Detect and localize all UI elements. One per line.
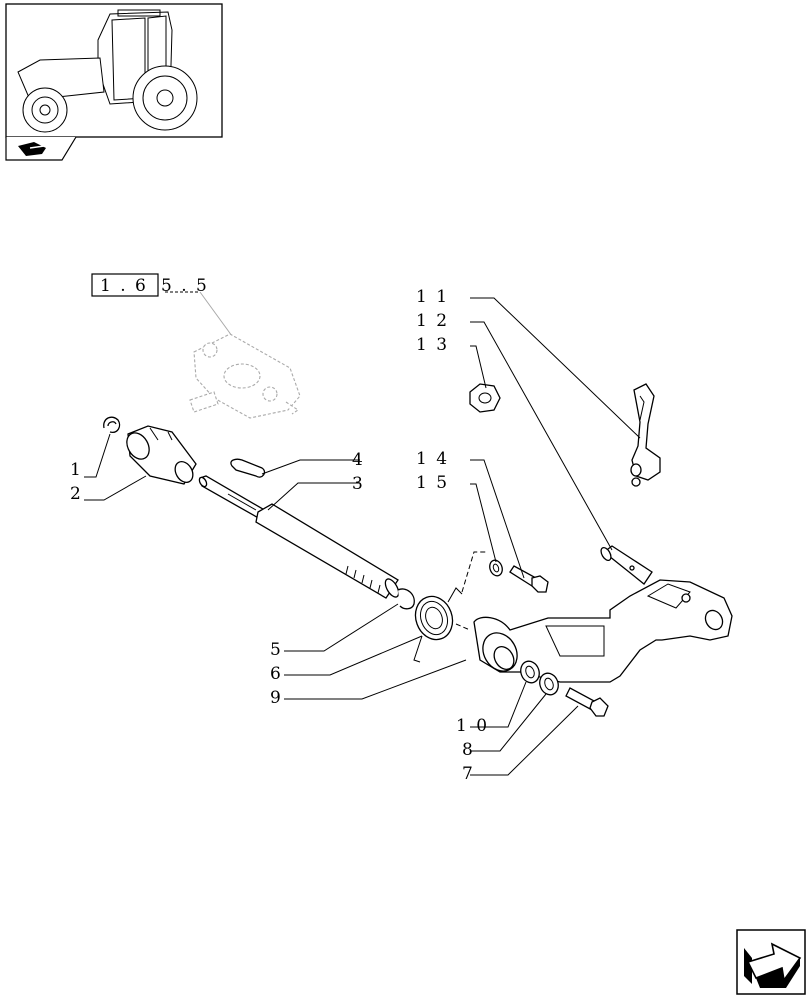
part-8-washer <box>539 672 559 696</box>
callout-2: 2 <box>70 484 83 504</box>
callout-10: 1 0 <box>456 716 489 736</box>
part-2-lever-hub <box>126 425 197 485</box>
callout-4: 4 <box>352 450 365 470</box>
part-9-lever-arm <box>473 579 733 683</box>
part-3-shaft <box>198 475 400 599</box>
part-7-bolt <box>565 687 609 717</box>
part-5-circlip <box>397 588 415 610</box>
part-4-key <box>230 458 266 478</box>
callout-11: 1 1 <box>416 287 449 307</box>
callout-15: 1 5 <box>416 473 449 493</box>
part-13-nut <box>469 383 501 413</box>
callout-13: 1 3 <box>416 335 449 355</box>
part-10-washer <box>520 660 540 684</box>
part-12-pin <box>600 545 653 585</box>
reference-code: 1 . 6 <box>100 276 148 296</box>
callout-12: 1 2 <box>416 311 449 331</box>
tractor-cab-icon <box>17 9 198 133</box>
next-page-arrow-icon <box>744 942 802 988</box>
part-11-pedal-link <box>630 383 661 487</box>
part-14-bolt <box>509 565 549 593</box>
callout-7: 7 <box>462 764 475 784</box>
callout-1: 1 <box>70 460 83 480</box>
callout-8: 8 <box>462 740 475 760</box>
part-15-washer <box>489 559 503 577</box>
reference-suffix: 5 . 5 <box>161 276 209 296</box>
leader-lines <box>84 297 641 776</box>
callout-6: 6 <box>270 664 283 684</box>
next-page-button[interactable] <box>736 929 806 995</box>
ghost-housing-part <box>189 291 301 419</box>
reference-box[interactable]: 1 . 6 5 . 5 <box>91 273 209 297</box>
transmission-section-icon <box>18 142 46 156</box>
callout-9: 9 <box>270 688 283 708</box>
tractor-thumbnail <box>5 3 223 161</box>
callout-3: 3 <box>352 474 365 494</box>
callout-14: 1 4 <box>416 449 449 469</box>
callout-5: 5 <box>270 640 283 660</box>
part-6-spring <box>413 551 488 663</box>
callout-labels: 1 2 3 4 5 6 9 1 0 8 7 1 1 1 2 1 3 1 4 1 … <box>70 287 489 784</box>
part-1-clip <box>103 416 121 433</box>
